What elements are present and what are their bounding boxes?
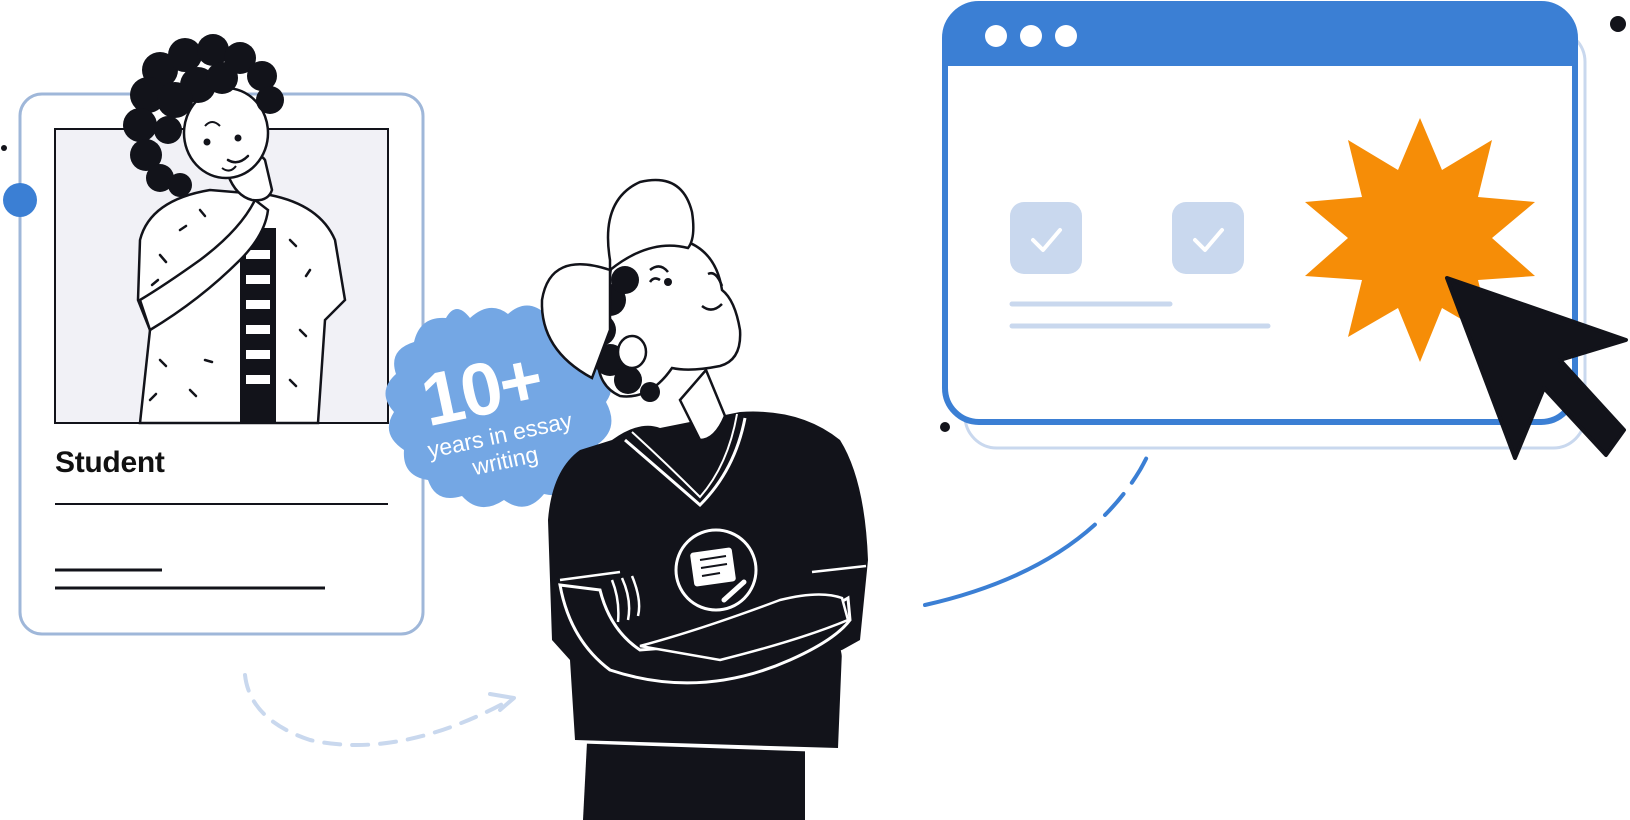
browser-title-bar — [945, 4, 1575, 66]
thinking-student-figure — [123, 34, 347, 425]
flow-arrowhead — [488, 692, 516, 712]
decor-dot — [1, 145, 7, 151]
experience-badge-shape — [385, 305, 612, 508]
window-control-dot — [1020, 25, 1042, 47]
window-control-dot — [985, 25, 1007, 47]
check-icon — [1193, 228, 1224, 252]
check-icon — [1031, 228, 1062, 252]
checkbox-checked[interactable] — [1172, 202, 1244, 274]
decor-dot — [940, 422, 950, 432]
arrow-cursor-icon — [1445, 276, 1628, 460]
decor-dot — [1610, 16, 1626, 32]
flow-arrow-dashed — [243, 673, 512, 747]
expert-writer-figure — [540, 178, 868, 820]
card-connector-dot — [3, 183, 37, 217]
window-control-dot — [1055, 25, 1077, 47]
browser-window — [942, 1, 1587, 450]
student-card-title: Student — [55, 446, 165, 479]
checkbox-checked[interactable] — [1010, 202, 1082, 274]
